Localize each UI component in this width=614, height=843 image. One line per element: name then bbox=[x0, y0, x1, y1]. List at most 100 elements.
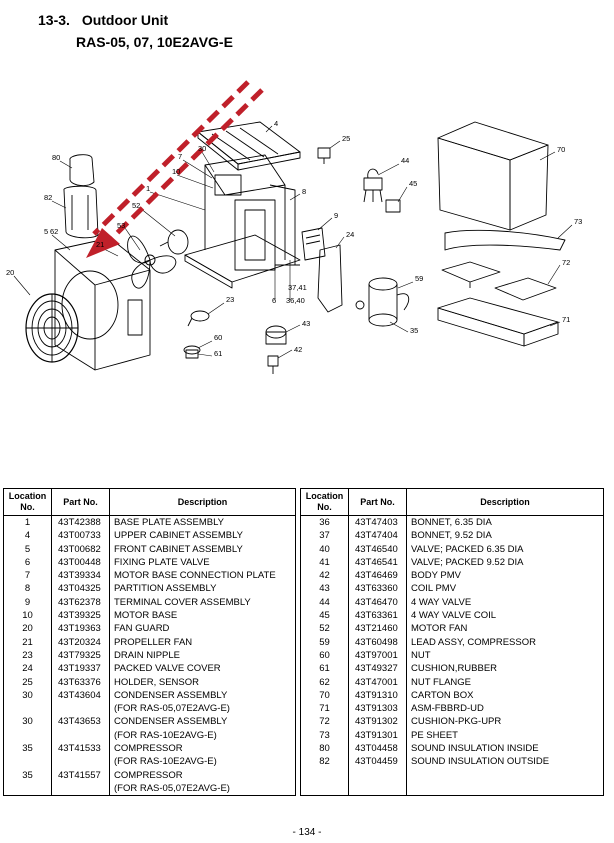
location-header: Location No. bbox=[300, 488, 349, 516]
valve-cover-drawing bbox=[317, 244, 343, 313]
description-header: Description bbox=[406, 488, 604, 516]
description-cell: FRONT CABINET ASSEMBLY bbox=[114, 543, 243, 555]
part-number-cell: 43T00682 bbox=[51, 542, 110, 556]
description-cell: (FOR RAS-10E2AVG-E) bbox=[114, 756, 217, 768]
location-cell: 25 bbox=[3, 675, 52, 689]
description-cell: SOUND INSULATION OUTSIDE bbox=[411, 756, 550, 768]
description-cell: CONDENSER ASSEMBLY bbox=[114, 716, 228, 728]
pe-sheet-drawing bbox=[444, 229, 566, 251]
callout-9: 9 bbox=[334, 211, 338, 220]
description-cell: NUT bbox=[411, 649, 431, 661]
part-number-cell: 43T19337 bbox=[51, 662, 110, 676]
page-number: - 134 - bbox=[292, 827, 322, 838]
location-cell: 41 bbox=[300, 555, 349, 570]
part-number-cell: 43T91303 bbox=[348, 702, 407, 716]
callout-35: 35 bbox=[410, 326, 418, 335]
part-number-cell: 43T62378 bbox=[51, 595, 110, 610]
location-cell: 5 bbox=[3, 542, 52, 556]
part-number-cell bbox=[51, 755, 110, 769]
location-cell: 44 bbox=[300, 595, 349, 610]
callout-4: 4 bbox=[274, 119, 278, 128]
location-cell: 20 bbox=[3, 622, 52, 636]
location-cell: 6 bbox=[3, 555, 52, 570]
part-number-cell: 43T04458 bbox=[348, 742, 407, 756]
description-cell: UPPER CABINET ASSEMBLY bbox=[114, 530, 243, 542]
location-cell bbox=[3, 728, 52, 743]
location-cell: 35 bbox=[3, 768, 52, 782]
description-cell: FIXING PLATE VALVE bbox=[114, 556, 210, 568]
description-cell: DRAIN NIPPLE bbox=[114, 649, 180, 661]
part-number-header: Part No. bbox=[51, 488, 110, 516]
part-number-cell bbox=[51, 728, 110, 743]
callout-5: 5 bbox=[44, 227, 48, 236]
part-number-cell: 43T47404 bbox=[348, 529, 407, 543]
table-row: (FOR RAS-05,07E2AVG-E) bbox=[3, 702, 296, 716]
callout-61: 61 bbox=[214, 349, 222, 358]
description-cell: VALVE; PACKED 6.35 DIA bbox=[411, 543, 524, 555]
location-cell: 30 bbox=[3, 715, 52, 729]
description-cell: CUSHION-PKG-UPR bbox=[411, 716, 502, 728]
part-number-cell: 43T43653 bbox=[51, 715, 110, 729]
location-cell: 62 bbox=[300, 675, 349, 689]
part-number-cell: 43T46470 bbox=[348, 595, 407, 610]
table-header-row: Location No. Part No. Description bbox=[3, 488, 296, 516]
location-cell: 80 bbox=[300, 742, 349, 756]
fan-guard-drawing bbox=[25, 293, 79, 363]
part-number-cell: 43T00448 bbox=[51, 555, 110, 570]
location-cell: 37 bbox=[300, 529, 349, 543]
callout-21: 21 bbox=[96, 240, 104, 249]
location-cell: 45 bbox=[300, 609, 349, 623]
description-cell: MOTOR FAN bbox=[411, 623, 468, 635]
description-cell: (FOR RAS-10E2AVG-E) bbox=[114, 729, 217, 741]
front-cabinet-drawing bbox=[54, 237, 151, 371]
location-cell: 10 bbox=[3, 609, 52, 623]
description-cell: PARTITION ASSEMBLY bbox=[114, 583, 217, 595]
location-cell: 1 bbox=[3, 515, 52, 530]
callout-43: 43 bbox=[302, 319, 310, 328]
description-cell: FAN GUARD bbox=[114, 623, 170, 635]
part-number-cell: 43T63376 bbox=[51, 675, 110, 689]
table-row: (FOR RAS-05,07E2AVG-E) bbox=[3, 781, 296, 796]
location-cell: 43 bbox=[300, 582, 349, 596]
location-cell: 36 bbox=[300, 515, 349, 530]
location-cell: 24 bbox=[3, 662, 52, 676]
location-cell: 71 bbox=[300, 702, 349, 716]
table-row: (FOR RAS-10E2AVG-E) bbox=[3, 755, 296, 769]
location-cell: 70 bbox=[300, 688, 349, 703]
bottom-board-drawing bbox=[437, 297, 559, 347]
carton-box-drawing bbox=[437, 121, 549, 231]
part-number-header: Part No. bbox=[348, 488, 407, 516]
callout-72: 72 bbox=[562, 258, 570, 267]
description-cell: BONNET, 6.35 DIA bbox=[411, 517, 492, 528]
section-heading: 13-3. Outdoor Unit bbox=[38, 12, 168, 28]
description-cell: SOUND INSULATION INSIDE bbox=[411, 743, 539, 755]
callout-20: 20 bbox=[6, 268, 14, 277]
callout-8: 8 bbox=[302, 187, 306, 196]
location-cell bbox=[3, 702, 52, 716]
upper-cushion-drawing bbox=[441, 261, 557, 301]
callout-labels: 42530710152532162580822089244445637,4136… bbox=[6, 119, 582, 358]
callout-42: 42 bbox=[294, 345, 302, 354]
fan-motor-drawing bbox=[159, 229, 189, 255]
insertion-arrow bbox=[92, 80, 264, 244]
part-number-cell: 43T46469 bbox=[348, 569, 407, 583]
four-way-valve-drawing bbox=[363, 168, 401, 213]
callout-45: 45 bbox=[409, 179, 417, 188]
